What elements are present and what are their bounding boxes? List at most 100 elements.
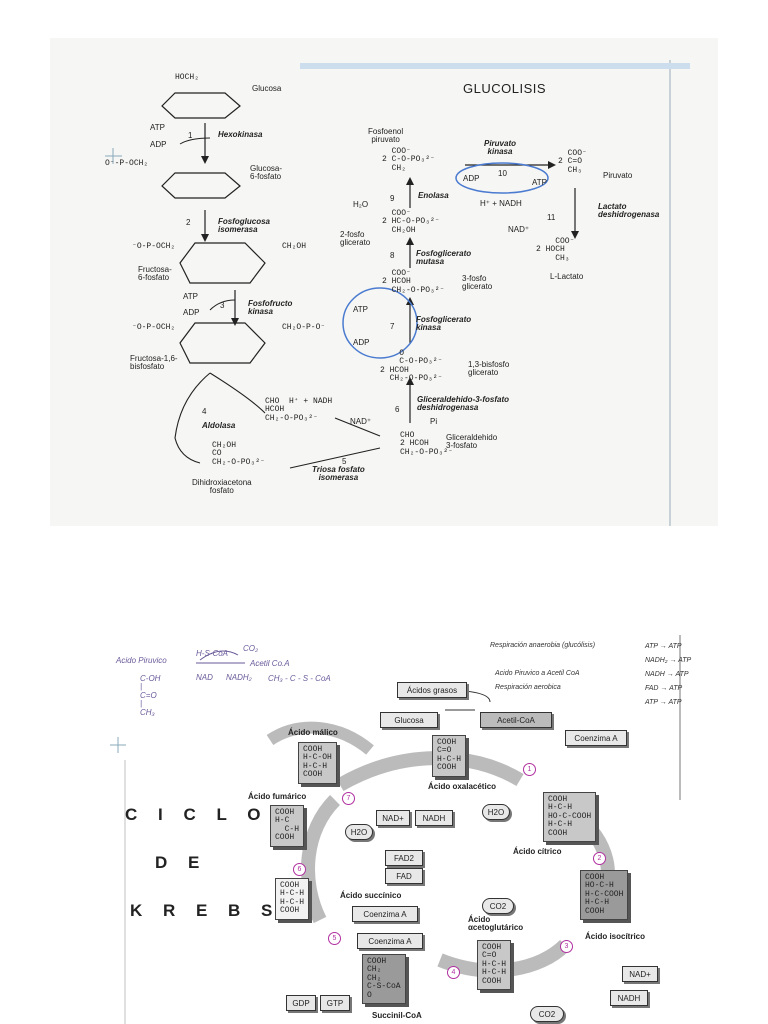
hand-atp-4: FAD → ATP — [645, 685, 683, 692]
side-title-ciclo: C I C L O — [125, 805, 269, 824]
hand-atp-2: NADH₂ → ATP — [645, 657, 692, 664]
glycolysis-title: GLUCOLISIS — [463, 81, 547, 96]
pg2-label: 2-fosfo glicerato — [340, 230, 371, 248]
acetoglutarico-label: Ácido αcetoglutárico — [468, 915, 524, 933]
step-number-9: 9 — [390, 194, 395, 203]
g3p-arrow — [334, 417, 381, 437]
atp-label-1: ATP — [150, 123, 165, 132]
cycle-arrow-1 — [336, 751, 524, 792]
box-gtp: GTP — [320, 995, 350, 1011]
hand-nadh2: NADH₂ — [226, 673, 252, 682]
adp-label-7: ADP — [353, 338, 370, 347]
arrowhead — [201, 234, 209, 242]
step-circle-3: 3 — [560, 940, 573, 953]
side-title-de: D E — [155, 853, 208, 872]
isocitrico-label: Ácido isocítrico — [585, 932, 646, 941]
arrowhead — [406, 237, 414, 245]
hand-hscoa: H-S-CoA — [196, 649, 229, 658]
malico-label: Ácido málico — [288, 728, 338, 737]
box-nad-plus: NAD+ — [376, 810, 410, 826]
arrowhead — [231, 318, 239, 326]
krebs-cycle-diagram: Acido Piruvico H-S-CoA CO₂ Acetil Co.A N… — [110, 630, 740, 1024]
hand-molecule: C-OH | C=O | CH₃ — [140, 674, 161, 717]
step-number-3: 3 — [220, 301, 225, 310]
pg2-structure: COO⁻ 2 HC-O-PO₃²⁻ CH₂OH — [382, 209, 440, 235]
mol-oxalacetico: COOH C=O H-C-H COOH — [432, 735, 467, 777]
glucosa-label: Glucosa — [252, 84, 282, 93]
box-glucosa: Glucosa — [380, 712, 438, 728]
hand-acetil: Acetil Co.A — [250, 659, 290, 668]
step-circle-6: 6 — [293, 863, 306, 876]
g3p-label: Gliceraldehido 3-fosfato — [446, 433, 498, 451]
bpg-structure: O C-O-PO₃²⁻ 2 HCOH CH₂-O-PO₃²⁻ — [380, 349, 443, 384]
fumarico-label: Ácido fumárico — [248, 792, 307, 801]
hand-formula: CH₃ - C - S - CoA — [268, 674, 331, 683]
pi-label: Pi — [430, 417, 438, 426]
pgm-label: Fosfoglicerato mutasa — [416, 249, 472, 267]
atp-label-7: ATP — [353, 305, 368, 314]
pep-structure: COO⁻ 2 C-O-PO₃²⁻ CH₂ — [382, 147, 435, 173]
atp-label-10: ATP — [532, 178, 547, 187]
lactato-structure: COO⁻ 2 HOCH CH₃ — [536, 237, 575, 263]
glycolysis-arrows — [105, 60, 690, 526]
oxalacetico-label: Ácido oxalacético — [428, 782, 497, 791]
step-number-2: 2 — [186, 218, 191, 227]
phosphate-group-3: ⁻O-P-OCH₂ — [132, 323, 176, 332]
box-fad: FAD — [385, 868, 423, 884]
g3p-structure: CHO 2 HCOH CH₂-O-PO₃²⁻ — [400, 431, 453, 457]
hand-piruvico-acetil: Acido Piruvico a Acetil CoA — [495, 670, 580, 677]
mol-isocitrico: COOH HO-C-H H-C-COOH H-C-H COOH — [580, 870, 629, 920]
hexokinasa-label: Hexokinasa — [218, 130, 263, 139]
triosa-label: Triosa fosfato isomerasa — [312, 465, 365, 483]
step-number-7: 7 — [390, 322, 395, 331]
box-nadh-2: NADH — [610, 990, 648, 1006]
glucose-ring — [161, 92, 241, 119]
pg3-structure: COO⁻ 2 HCOH CH₂-O-PO₃²⁻ — [382, 269, 445, 295]
arrowhead — [571, 231, 579, 239]
step-number-11: 11 — [547, 213, 556, 222]
arrowhead — [201, 156, 209, 164]
pgk-label: Fosfoglicerato kinasa — [416, 315, 472, 333]
mol-malico: COOH H-C-OH H-C-H COOH — [298, 742, 337, 784]
mol-acetoglutarico: COOH C=O H-C-H H-C-H COOH — [477, 940, 512, 990]
dhap-label: Dihidroxiacetona fosfato — [192, 478, 252, 496]
enolasa-label: Enolasa — [418, 191, 449, 200]
box-coenzima-a-3: Coenzima A — [357, 933, 423, 949]
dhap-structure: CH₂OH CO CH₂-O-PO₃²⁻ — [212, 441, 265, 467]
triosa-arrow — [289, 447, 381, 469]
box-co2-b: CO2 — [530, 1006, 564, 1022]
step-number-4: 4 — [202, 407, 207, 416]
ldh-label: Lactato deshidrogenasa — [598, 202, 660, 220]
hand-atp-1: ATP → ATP — [645, 643, 682, 650]
hand-co2: CO₂ — [243, 644, 259, 653]
hand-nad: NAD — [196, 673, 213, 682]
box-coenzima-a-2: Coenzima A — [352, 906, 418, 922]
succinil-label: Succinil-CoA — [372, 1011, 422, 1020]
f6p-ring — [179, 242, 266, 284]
hoch2-label: HOCH₂ — [175, 73, 200, 82]
bpg13-label: 1,3-bisfosfo glicerato — [468, 360, 510, 378]
g3pdh-label: Gliceraldehido-3-fosfato deshidrogenasa — [417, 395, 510, 413]
side-title-krebs: K R E B S — [130, 901, 281, 920]
pep-label: Fosfoenol piruvato — [368, 127, 404, 145]
f6p-label: Fructosa- 6-fosfato — [138, 265, 172, 283]
aldolasa-label: Aldolasa — [202, 421, 236, 430]
arrowhead — [548, 161, 556, 169]
step-number-5: 5 — [342, 457, 347, 466]
step-circle-5: 5 — [328, 932, 341, 945]
phosphate-group-2: ⁻O-P-OCH₂ — [132, 242, 176, 251]
g6p-ring — [161, 172, 241, 199]
piruvato-label: Piruvato — [603, 171, 633, 180]
pk-label: Piruvato kinasa — [484, 139, 517, 157]
step-circle-2: 2 — [593, 852, 606, 865]
adp-label-3: ADP — [183, 308, 200, 317]
cycle-arrow-4 — [301, 795, 341, 924]
step-circle-4: 4 — [447, 966, 460, 979]
phosphate-group-1: O⁻-P-OCH₂ — [105, 159, 149, 168]
step-circle-7: 7 — [342, 792, 355, 805]
mol-citrico: COOH H-C-H HO-C-COOH H-C-H COOH — [543, 792, 597, 842]
hand-acido-piruvico: Acido Piruvico — [116, 656, 167, 665]
hand-arrow — [199, 650, 239, 661]
step-number-8: 8 — [390, 251, 395, 260]
nad-label-6: NAD⁺ — [350, 417, 372, 426]
